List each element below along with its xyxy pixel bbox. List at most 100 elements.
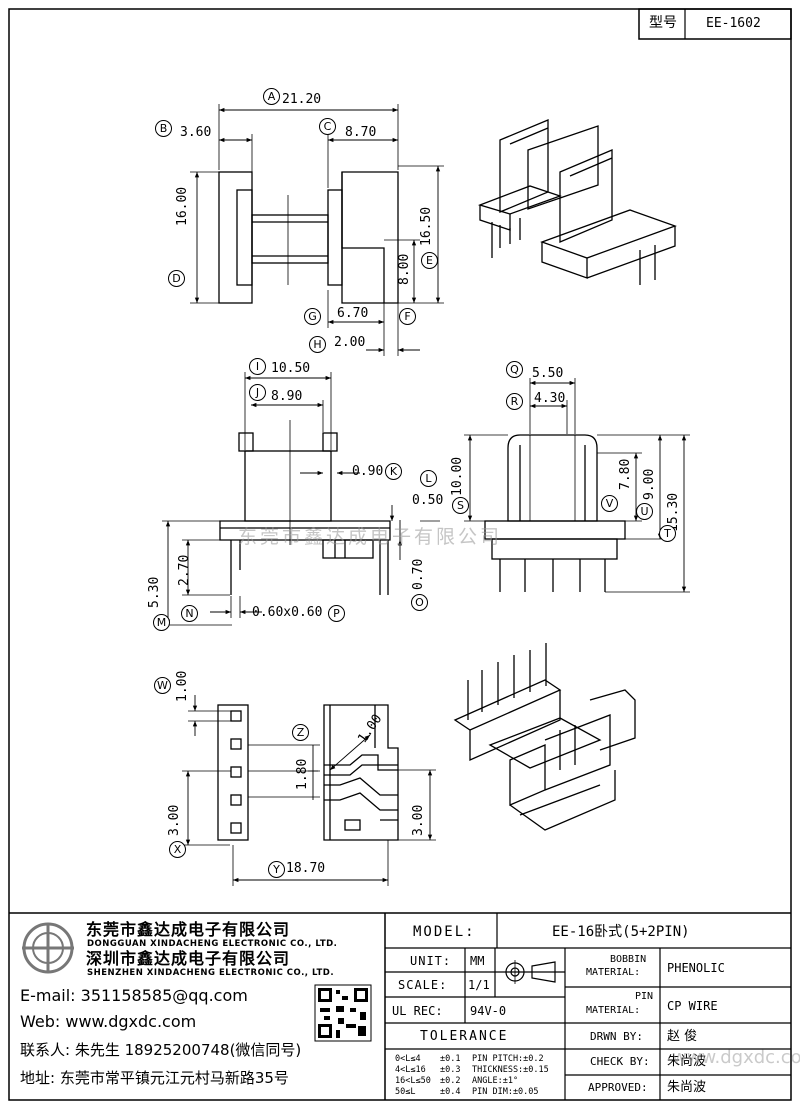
tol-row-spec: PIN DIM:±0.05	[472, 1087, 539, 1097]
dim-letter-o: O	[411, 594, 428, 611]
dim-letter-g: G	[304, 308, 321, 325]
dim-letter-k: K	[385, 463, 402, 480]
dim-letter-t: T	[659, 525, 676, 542]
dim-l-value: 0.50	[412, 493, 444, 508]
dim-letter-p: P	[328, 605, 345, 622]
company-name-en-2: SHENZHEN XINDACHENG ELECTRONIC CO., LTD.	[87, 968, 335, 978]
dim-letter-f: F	[399, 308, 416, 325]
drawing-border	[8, 8, 792, 1101]
dim-letter-m: M	[153, 614, 170, 631]
tb-drawn-label: DRWN BY:	[590, 1030, 643, 1043]
tol-row-tol: ±0.1	[440, 1054, 461, 1064]
dim-v-value: 7.80	[618, 458, 633, 490]
dim-letter-r: R	[506, 393, 523, 410]
company-address: 地址: 东莞市常平镇元江元村马新路35号	[20, 1069, 289, 1087]
title-block-grid	[385, 913, 791, 1100]
dim-n-value: 2.70	[177, 554, 192, 586]
tb-pin-label-2: MATERIAL:	[586, 1005, 641, 1016]
dim-z-value: 1.80	[295, 758, 310, 790]
dim-letter-x: X	[169, 841, 186, 858]
dim-d-value: 16.00	[175, 186, 190, 226]
tb-bobbin-value: PHENOLIC	[667, 961, 725, 975]
iso-view-bottom	[453, 643, 636, 831]
dim-p-value: 0.60x0.60	[252, 605, 323, 620]
top-view	[190, 104, 444, 356]
dim-b-value: 3.60	[180, 125, 212, 140]
tb-pin-label-1: PIN	[635, 991, 654, 1002]
side-view	[464, 378, 690, 593]
dim-i-value: 10.50	[271, 361, 311, 376]
dim-letter-s: S	[452, 497, 469, 514]
dim-m-value: 5.30	[147, 576, 162, 608]
tol-row-spec: THICKNESS:±0.15	[472, 1065, 549, 1075]
header-model-label: 型号	[649, 15, 677, 31]
dim-e-value: 16.50	[419, 206, 434, 246]
tb-ul-value: 94V-0	[470, 1004, 507, 1018]
tb-approved-value: 朱尚波	[667, 1080, 707, 1095]
watermark: 东莞市鑫达成电子有限公司	[238, 526, 503, 548]
dim-y-value: 18.70	[286, 861, 326, 876]
tb-check-value: 朱尚波	[667, 1054, 707, 1069]
dim-letter-y: Y	[268, 861, 285, 878]
tb-unit-label: UNIT:	[410, 954, 452, 968]
dim-h-value: 2.00	[334, 335, 366, 350]
header-model-code: EE-1602	[706, 16, 761, 31]
dim-letter-j: J	[249, 384, 266, 401]
tb-unit-value: MM	[470, 954, 485, 968]
company-web: Web: www.dgxdc.com	[20, 1012, 197, 1031]
dim-letter-h: H	[309, 336, 326, 353]
dim-letter-d: D	[168, 270, 185, 287]
dim-a-value: 21.20	[282, 92, 322, 107]
tb-model-value: EE-16卧式(5+2PIN)	[552, 924, 690, 940]
dim-g-value: 6.70	[337, 306, 369, 321]
dim-letter-c: C	[319, 118, 336, 135]
tol-row-range: 16<L≤50	[395, 1076, 431, 1086]
dim-o-value: 0.70	[411, 558, 426, 590]
dim-j-value: 8.90	[271, 389, 303, 404]
tol-row-tol: ±0.2	[440, 1076, 461, 1086]
dim-x-value: 3.00	[167, 804, 182, 836]
dim-c-value: 8.70	[345, 125, 377, 140]
dim-letter-u: U	[636, 503, 653, 520]
tol-row-range: 0<L≤4	[395, 1054, 421, 1064]
front-view	[162, 372, 440, 626]
dim-u-value: 9.00	[642, 468, 657, 500]
company-name-cn-1: 东莞市鑫达成电子有限公司	[86, 920, 291, 939]
tol-row-range: 50≤L	[395, 1087, 416, 1097]
tol-row-tol: ±0.3	[440, 1065, 461, 1075]
tb-pin-value: CP WIRE	[667, 999, 718, 1013]
tb-ul-label: UL REC:	[392, 1004, 443, 1018]
company-name-en-1: DONGGUAN XINDACHENG ELECTRONIC CO., LTD.	[87, 939, 338, 949]
company-email: E-mail: 351158585@qq.com	[20, 986, 248, 1005]
dim-letter-a: A	[263, 88, 280, 105]
company-contact: 联系人: 朱先生 18925200748(微信同号)	[20, 1041, 302, 1059]
dim-letter-e: E	[421, 252, 438, 269]
tol-row-spec: PIN PITCH:±0.2	[472, 1054, 544, 1064]
tb-model-label: MODEL:	[413, 924, 476, 940]
company-logo	[22, 922, 74, 974]
tb-check-label: CHECK BY:	[590, 1055, 650, 1068]
dim-letter-b: B	[155, 120, 172, 137]
tb-scale-label: SCALE:	[398, 978, 448, 992]
dim-letter-z: Z	[292, 724, 309, 741]
iso-view-top	[477, 119, 677, 285]
dim-r-value: 4.30	[534, 391, 566, 406]
dim-letter-w: W	[154, 677, 171, 694]
dim-k-value: 0.90	[352, 464, 384, 479]
tb-bobbin-label-2: MATERIAL:	[586, 967, 641, 978]
dim-f-value: 8.00	[397, 253, 412, 285]
tb-approved-label: APPROVED:	[588, 1081, 648, 1094]
company-name-cn-2: 深圳市鑫达成电子有限公司	[86, 949, 291, 968]
dim-q-value: 5.50	[532, 366, 564, 381]
qr-code	[314, 984, 372, 1042]
dim-letter-l: L	[420, 470, 437, 487]
tb-tolerance-label: TOLERANCE	[420, 1029, 509, 1044]
tb-scale-value: 1/1	[468, 978, 490, 992]
bottom-view	[182, 695, 436, 886]
dim-s-value: 10.00	[450, 456, 465, 496]
dim-letter-i: I	[249, 358, 266, 375]
watermark-site: www.dgxdc.com	[672, 1047, 800, 1068]
dim-letter-v: V	[601, 495, 618, 512]
dim-x2-value: 3.00	[411, 804, 426, 836]
